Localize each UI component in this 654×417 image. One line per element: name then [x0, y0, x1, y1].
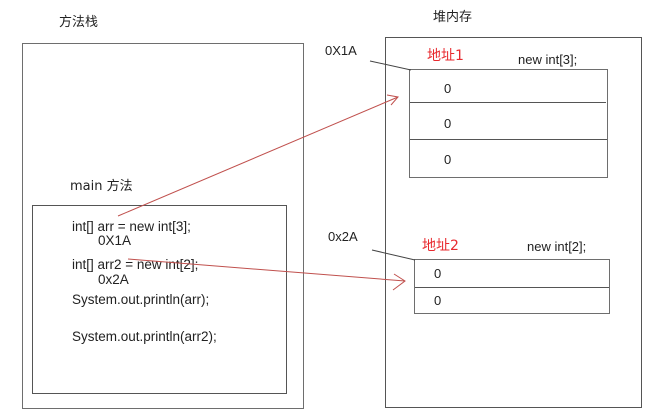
code-line-arr2-declaration: int[] arr2 = new int[2];	[72, 257, 199, 272]
array1-address-label: 地址1	[427, 48, 464, 64]
array1-cell-1: 0	[410, 103, 607, 140]
array2-value-1: 0	[434, 293, 442, 308]
array1-block: 0 0 0	[409, 69, 608, 178]
code-line-arr-address: 0X1A	[98, 233, 132, 248]
heap-frame	[385, 37, 642, 408]
array1-value-1: 0	[444, 116, 452, 131]
stack-title: 方法栈	[59, 15, 99, 30]
array1-declaration: new int[3];	[518, 52, 578, 67]
stack-frame	[22, 43, 304, 409]
array2-declaration: new int[2];	[527, 239, 587, 254]
array1-divider	[410, 102, 606, 103]
array2-divider	[415, 287, 609, 288]
array1-value-2: 0	[444, 152, 452, 167]
code-line-print-arr2: System.out.println(arr2);	[72, 329, 217, 344]
code-line-arr-declaration: int[] arr = new int[3];	[72, 219, 191, 234]
array1-value-0: 0	[444, 81, 452, 96]
main-method-label: main 方法	[70, 179, 133, 194]
array1-cell-0: 0	[410, 70, 607, 103]
array2-cell-0: 0	[415, 260, 609, 288]
array2-cell-1: 0	[415, 288, 609, 314]
code-line-print-arr: System.out.println(arr);	[72, 292, 210, 307]
array2-block: 0 0	[414, 259, 610, 314]
array1-cell-2: 0	[410, 140, 607, 177]
heap-title: 堆内存	[433, 10, 473, 25]
array2-address-label: 地址2	[422, 238, 459, 254]
array1-divider	[410, 139, 607, 140]
array1-address-ref: 0X1A	[325, 43, 357, 58]
array2-value-0: 0	[434, 266, 442, 281]
array2-address-ref: 0x2A	[328, 229, 358, 244]
code-line-arr2-address: 0x2A	[98, 272, 129, 287]
